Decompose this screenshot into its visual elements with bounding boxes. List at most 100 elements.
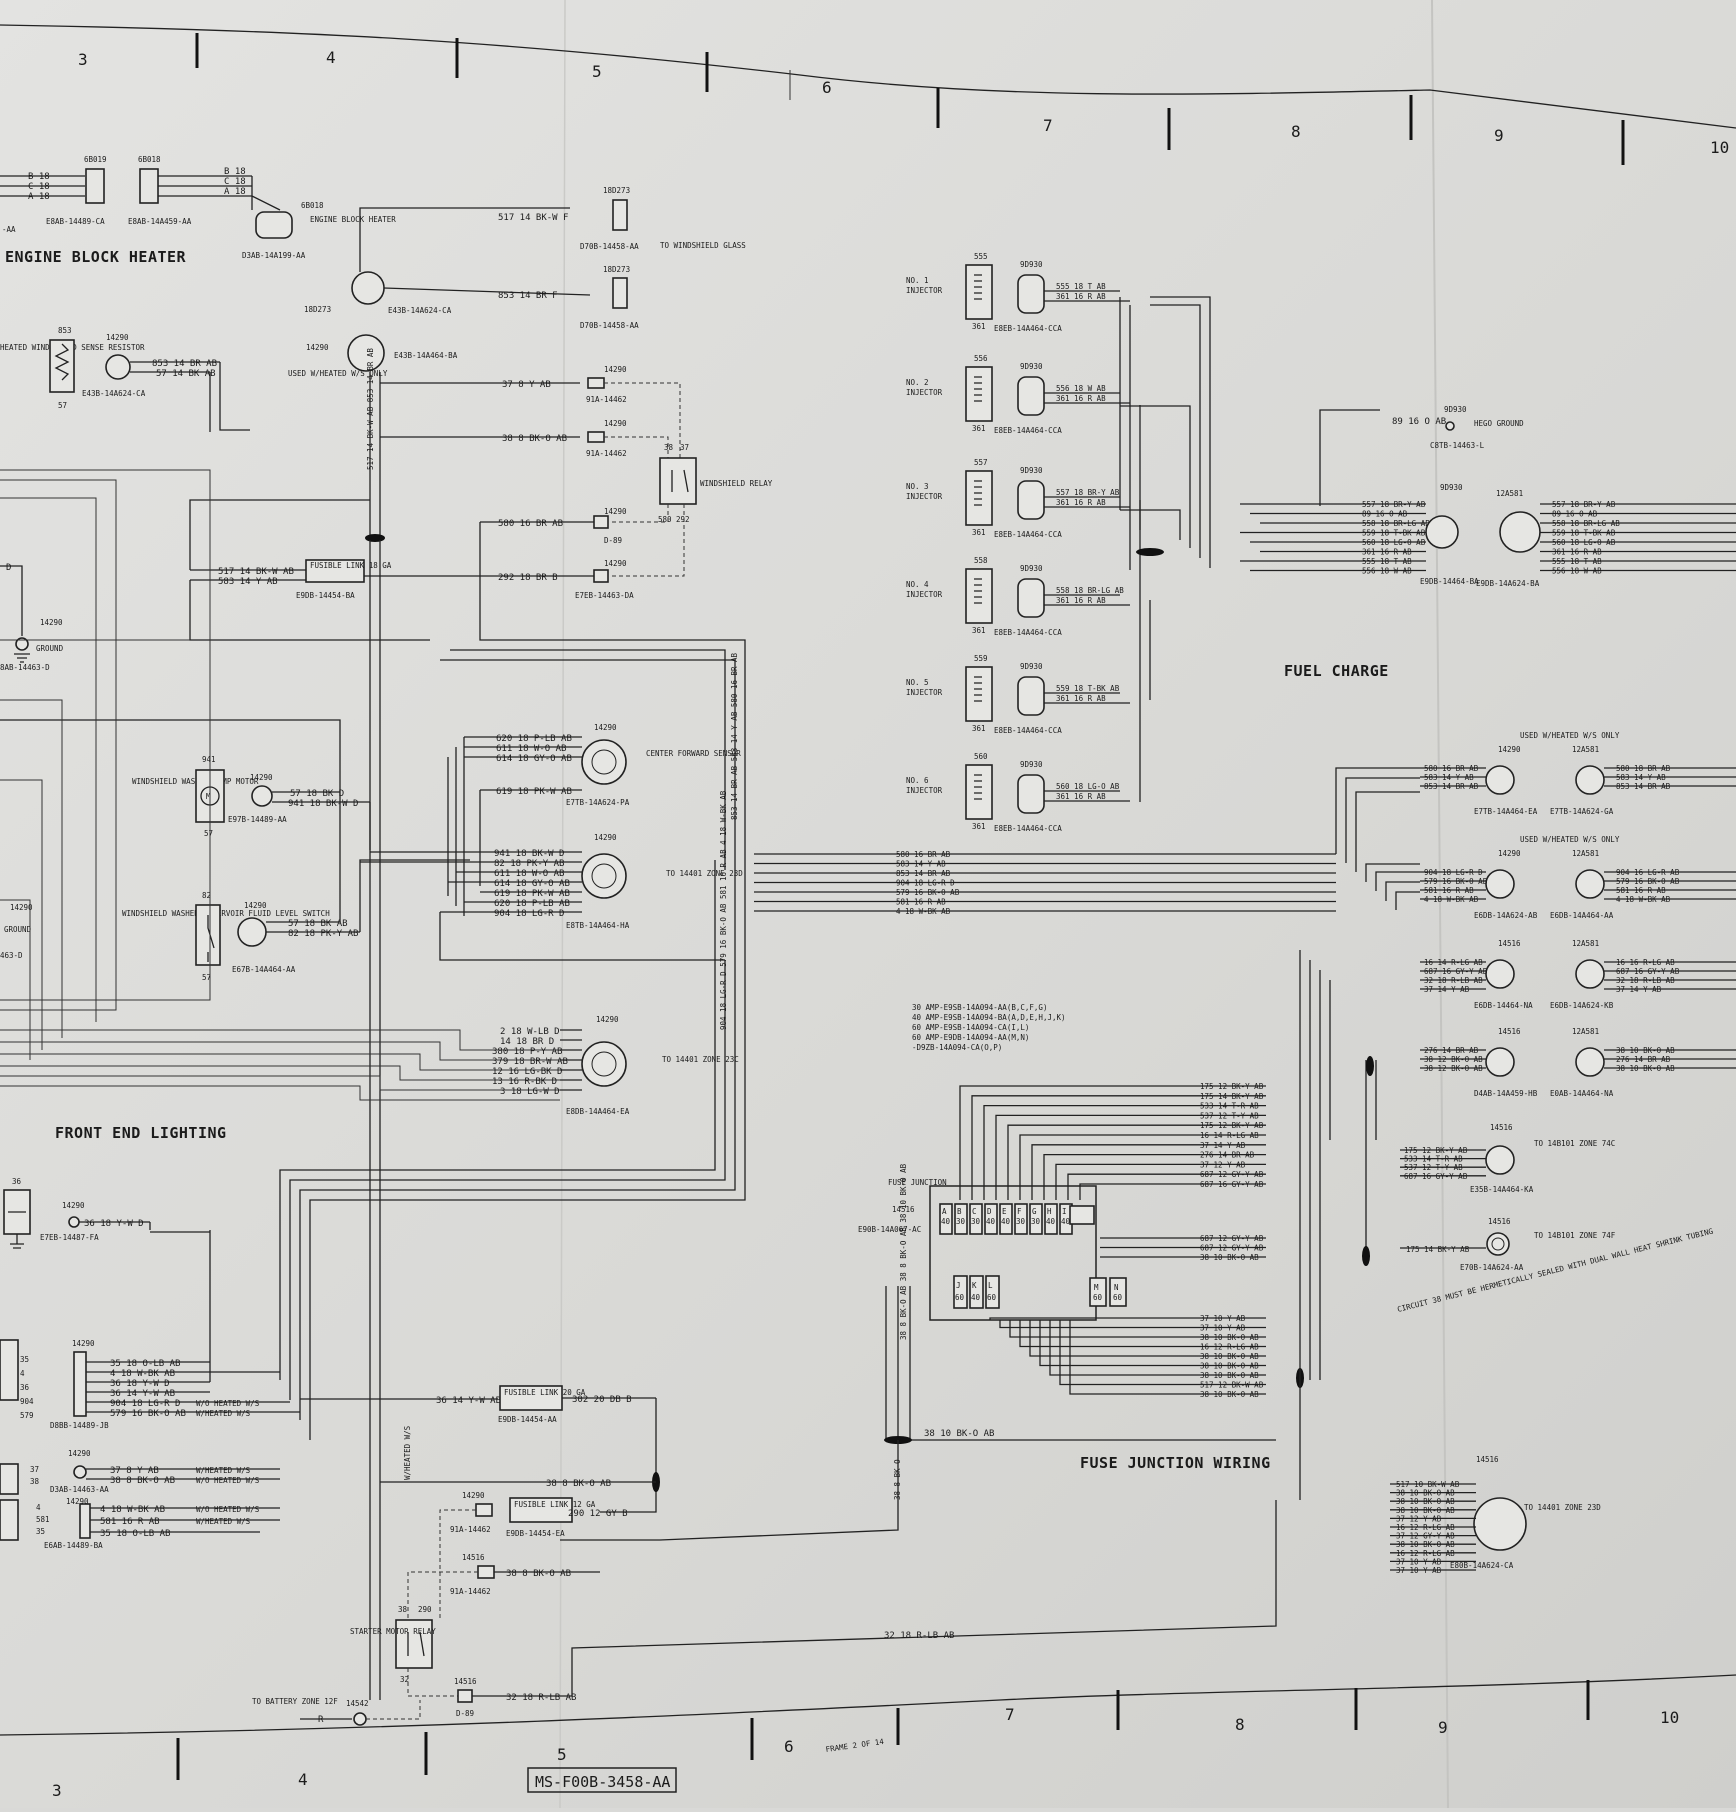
- zone74c-conn: [1485, 1145, 1515, 1175]
- conn3-wire-37: 37 8 Y AB: [110, 1466, 159, 1476]
- right-conn-left-id: 14516: [1498, 939, 1521, 948]
- zone23d-right-wire-label: 16 12 R-LG AB: [1396, 1549, 1455, 1558]
- injector-wire-label-2: 361 16 R AB: [1056, 792, 1106, 801]
- resistor-body: [49, 339, 75, 393]
- pump-conn-part: E97B-14489-AA: [228, 815, 287, 824]
- fuel-charge-section: FUEL CHARGE NO. 1INJECTOR5553619D930E8EB…: [906, 252, 1389, 833]
- washer-pump-circuit: WINDSHIELD WASHER PUMP MOTOR M 941 57 14…: [0, 719, 470, 982]
- glass-term-part-1: D70B-14458-AA: [580, 242, 639, 251]
- engine-block-heater-section: ENGINE BLOCK HEATER B 18 C 18 A 18 6B019…: [0, 155, 396, 266]
- conn2-wire-579: 579 16 BK-O AB: [110, 1409, 186, 1419]
- relay-wire-292: 292 18 BR B: [498, 573, 558, 583]
- resistor-wire-57: 57 14 BK AB: [156, 369, 216, 379]
- injector-conn-id: 9D930: [1020, 760, 1043, 769]
- used-heated-note: USED W/HEATED W/S ONLY: [288, 369, 388, 378]
- injector-wire-label-1: 557 18 BR-Y AB: [1056, 488, 1120, 497]
- d89-conn: [457, 1689, 473, 1703]
- fuse-top-wire: [1055, 1163, 1266, 1200]
- right-conn-right: [1575, 1047, 1605, 1077]
- fusible-link-12ga: [509, 1497, 573, 1523]
- sensor-wire-614: 614 18 GY-O AB: [496, 754, 572, 764]
- top-zone-border: 3 4 5 6 7 8 9 10: [0, 24, 1736, 165]
- zone23c-wire-380: 380 18 P-Y AB: [492, 1047, 562, 1057]
- injector-5: NO. 5INJECTOR5593619D930E8EB-14A464-CCA5…: [906, 654, 1130, 735]
- fuse-amp: 30: [1031, 1217, 1041, 1226]
- fusible-18-part: E9DB-14454-BA: [296, 591, 355, 600]
- relay-pin-37: 37: [680, 443, 689, 452]
- fuse-low-wire-label: 37 10 Y AB: [1200, 1314, 1246, 1323]
- lighting-conn2-left: [0, 1339, 19, 1401]
- starter-relay-section: 36 14 Y-W AB FUSIBLE LINK 20 GA E9DB-144…: [252, 1385, 1277, 1726]
- fuse-letter: B: [957, 1207, 962, 1216]
- fuel-conn-left-id: 9D930: [1440, 483, 1463, 492]
- pump-wire-941: 941 18 BK-W D: [288, 799, 358, 809]
- fuse-amp: 40: [971, 1293, 981, 1302]
- pin-36: 36: [20, 1383, 30, 1392]
- fusible1-wire-302: 302 20 DB B: [572, 1395, 632, 1405]
- fuse-low-wire: [1029, 1320, 1266, 1357]
- injector-id: 558: [974, 556, 988, 565]
- zone23d-label: TO 14401 ZONE 23D: [666, 869, 743, 878]
- heater-wire-a-2: A 18: [224, 187, 246, 197]
- zone23d-right-wire-label: 38 10 BK-O AB: [1396, 1489, 1455, 1498]
- right-conn-note: USED W/HEATED W/S ONLY: [1520, 835, 1620, 844]
- zone23d-right-wire-label: 16 12 R-LG AB: [1396, 1523, 1455, 1532]
- hego-part: C8TB-14463-L: [1430, 441, 1485, 450]
- fuse-low-wire-label: 38 10 BK-O AB: [1200, 1352, 1259, 1361]
- pin3-37: 37: [30, 1465, 39, 1474]
- relay-conn-part-3: D-89: [604, 536, 622, 545]
- fuel-left-wire-label: 559 18 T-BK AB: [1362, 529, 1426, 538]
- right-conn-left-wire-label: 581 16 R AB: [1424, 886, 1474, 895]
- lighting-conn4: [79, 1503, 91, 1539]
- sensor-part: E7TB-14A624-PA: [566, 798, 630, 807]
- glass-wire-517: 517 14 BK-W F: [498, 213, 568, 223]
- relay-conn-id-1: 14290: [604, 365, 627, 374]
- zone23d-conn-id: 14290: [594, 833, 617, 842]
- to-windshield-glass: TO WINDSHIELD GLASS: [660, 241, 746, 250]
- zone74c-wire-label: 533 14 T-R AB: [1404, 1155, 1463, 1164]
- injector-coil: [974, 376, 982, 402]
- fuse-letter: K: [972, 1281, 977, 1290]
- right-conn-right: [1575, 959, 1605, 989]
- conn2-wire-35: 35 18 O-LB AB: [110, 1359, 180, 1369]
- zone-top-3: 3: [78, 50, 88, 69]
- heater-conn2-part: E8AB-14A459-AA: [128, 217, 192, 226]
- fuel-conn-right-id: 12A581: [1496, 489, 1523, 498]
- heater-wire-b-2: B 18: [224, 167, 246, 177]
- right-conn-left-wire-label: 276 14 BR AB: [1424, 1046, 1479, 1055]
- right-conn-left: [1485, 1047, 1515, 1077]
- battery-wire: R: [318, 1715, 324, 1725]
- pin4-35: 35: [36, 1527, 45, 1536]
- right-conn-left-id: 14290: [1498, 745, 1521, 754]
- lighting-conn3: [73, 1465, 87, 1479]
- battery-connector: [353, 1712, 367, 1726]
- fuse-letter: C: [972, 1207, 977, 1216]
- zone23d-right-wire-label: 517 10 BK-W AB: [1396, 1480, 1460, 1489]
- switch-conn-part: E67B-14A464-AA: [232, 965, 296, 974]
- heater-label: ENGINE BLOCK HEATER: [310, 215, 396, 224]
- starter-pin-290: 290: [418, 1605, 432, 1614]
- switch-connector: [237, 917, 267, 947]
- right-conn-right-wire-label: 579 16 BK-O AB: [1616, 877, 1680, 886]
- conn3-note-2: W/O HEATED W/S: [196, 1476, 260, 1485]
- lamp-connector: [68, 1216, 80, 1228]
- injector-word: INJECTOR: [906, 590, 943, 599]
- zone-bottom-8: 8: [1235, 1715, 1245, 1734]
- resistor-conn-part: E43B-14A624-CA: [82, 389, 146, 398]
- zone23c-wire-12: 12 16 LG-BK D: [492, 1067, 562, 1077]
- fuel-right-wire-label: 558 18 BR-LG AB: [1552, 519, 1620, 528]
- section-title-fuel-charge: FUEL CHARGE: [1284, 662, 1389, 680]
- right-conn-right-wire-label: 16 16 R-LG AB: [1616, 958, 1675, 967]
- fusible2-conn: [475, 1503, 493, 1517]
- injector-bottom: 361: [972, 424, 986, 433]
- fuse-low-wire: [1059, 1320, 1266, 1386]
- sensor-connector: [581, 739, 627, 785]
- fusible-wire-583: 583 14 Y AB: [218, 577, 278, 587]
- conn2-part: D8BB-14489-JB: [50, 1421, 109, 1430]
- conn3-wire-38: 38 8 BK-O AB: [110, 1476, 175, 1486]
- relay-conn-id-2: 14290: [604, 419, 627, 428]
- right-conn-left-wire-label: 4 18 W-BK AB: [1424, 895, 1479, 904]
